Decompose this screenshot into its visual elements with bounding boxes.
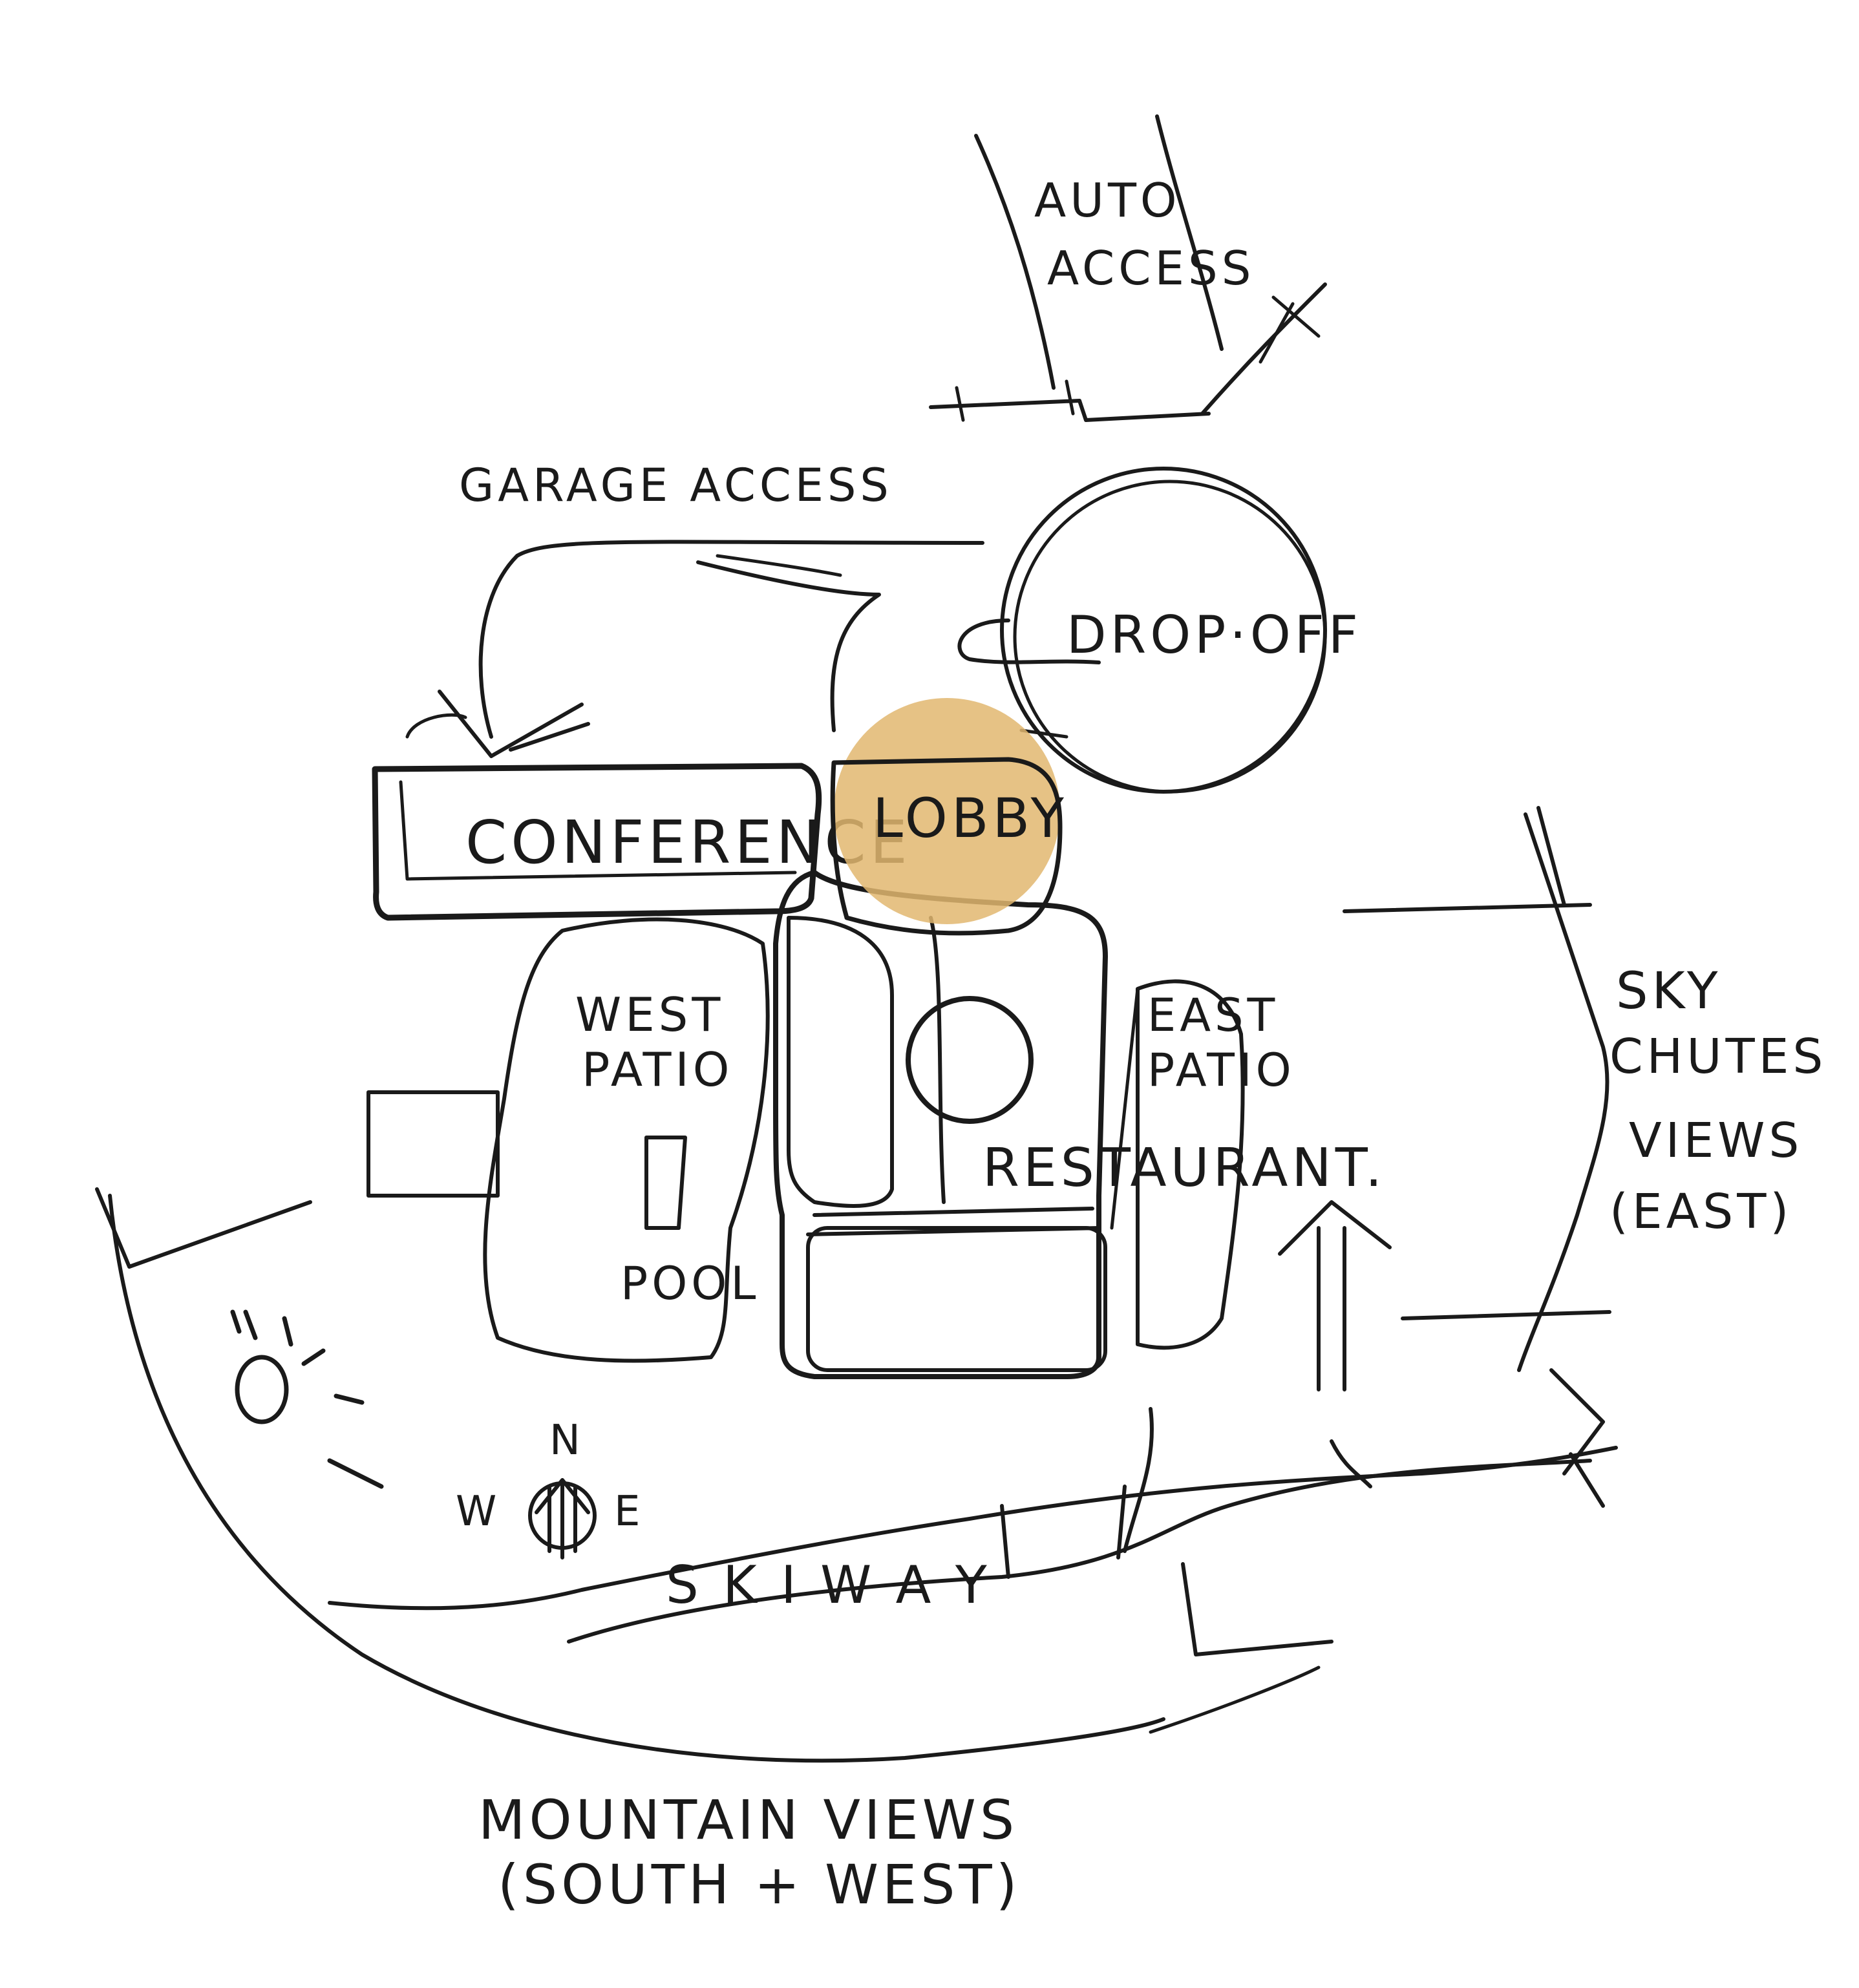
compass-icon: [528, 1478, 597, 1560]
auto-access-road: [929, 114, 1327, 422]
east-patio: [1110, 979, 1245, 1350]
east-patio-label-2: PATIO: [1147, 1044, 1295, 1097]
auto-access-label-2: ACCESS: [1047, 241, 1255, 295]
drop-off-label: DROP·OFF: [1067, 605, 1362, 665]
compass-n-label: N: [549, 1417, 584, 1465]
restaurant-label: RESTAURANT.: [983, 1137, 1386, 1199]
mountain-views-label-1: MOUNTAIN VIEWS: [478, 1788, 1018, 1852]
sky-chutes-label-2: CHUTES: [1609, 1029, 1827, 1084]
views-east-label-1: VIEWS: [1629, 1113, 1803, 1168]
compass-e-label: E: [614, 1488, 644, 1536]
west-patio: [366, 917, 770, 1363]
pool-label: POOL: [621, 1257, 760, 1310]
west-patio-label-2: PATIO: [582, 1042, 733, 1097]
west-patio-label-1: WEST: [575, 988, 724, 1042]
lobby-circle: [830, 698, 1063, 936]
east-patio-label-1: EAST: [1147, 989, 1279, 1042]
mountain-views-label-2: (SOUTH + WEST): [498, 1853, 1021, 1916]
site-boundary: [95, 1187, 1321, 1763]
arrow-icon: [1278, 1200, 1392, 1391]
sky-chutes-path: [1343, 806, 1611, 1372]
restaurant-block: [773, 870, 1108, 1379]
compass-w-label: W: [456, 1488, 500, 1536]
conference-block: [372, 713, 822, 921]
garage-access-label: GARAGE ACCESS: [459, 459, 893, 512]
views-east-label-2: (EAST): [1609, 1184, 1792, 1240]
auto-access-label-1: AUTO: [1034, 173, 1181, 227]
ski-way-path: [328, 1368, 1618, 1656]
drop-off-circle: [957, 467, 1327, 794]
lobby-label: LOBBY: [873, 787, 1068, 850]
sky-chutes-label-1: SKY: [1616, 962, 1722, 1020]
sun-icon: [230, 1309, 384, 1489]
garage-access-path: [438, 540, 984, 758]
ski-way-label: S K I W A Y: [666, 1555, 991, 1615]
